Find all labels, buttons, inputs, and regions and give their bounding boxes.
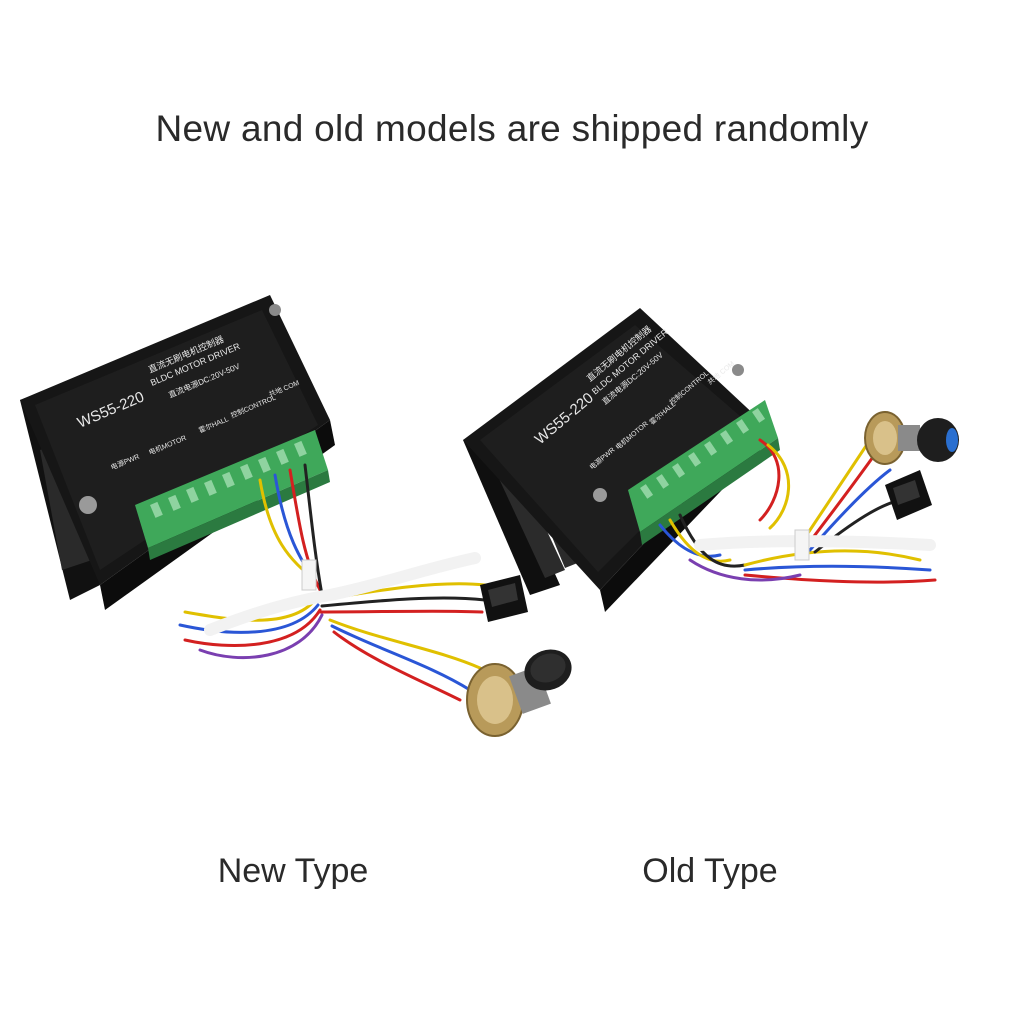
new-type-switch bbox=[480, 575, 528, 622]
old-type-wiring bbox=[658, 438, 937, 584]
old-type-potentiometer bbox=[864, 411, 959, 465]
old-terminal-block bbox=[628, 400, 778, 532]
caption-old-type: Old Type bbox=[642, 852, 778, 890]
old-type-driver: WS55-220 直流无刷电机控制器 BLDC MOTOR DRIVER 直流电… bbox=[463, 308, 780, 612]
new-type-potentiometer bbox=[466, 649, 572, 737]
caption-new-type: New Type bbox=[217, 852, 369, 890]
new-type-driver: WS55-220 直流无刷电机控制器 BLDC MOTOR DRIVER 直流电… bbox=[20, 295, 335, 610]
new-type-wiring bbox=[178, 463, 487, 702]
old-com-label: 共地 COM bbox=[706, 359, 737, 387]
old-type-switch bbox=[885, 470, 932, 520]
headline: New and old models are shipped randomly bbox=[155, 108, 869, 149]
